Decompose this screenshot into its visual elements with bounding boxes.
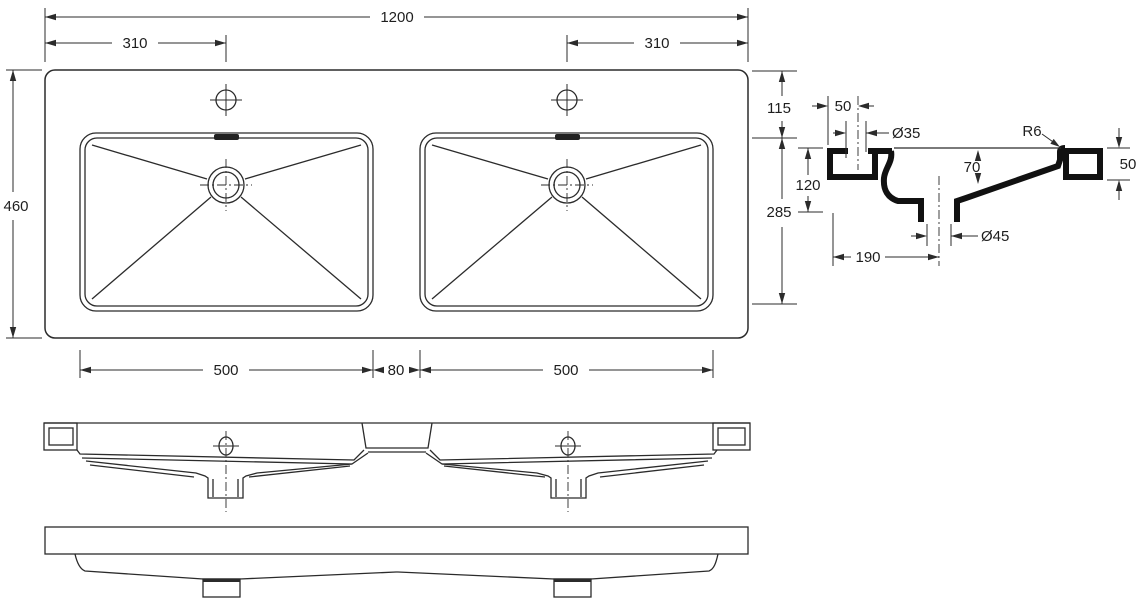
left-faucet-hole: [210, 84, 242, 116]
dim-total-height-label: 120: [795, 177, 820, 194]
dim-faucet-center-offset: 50: [812, 96, 874, 145]
dim-back-to-drain-label: 190: [855, 249, 880, 266]
elevation-left-bowl-inner: [89, 464, 195, 478]
dim-bowl-depth-label: 70: [964, 159, 981, 176]
dim-total-width: 1200: [44, 8, 749, 62]
elevation-left-bowl: [85, 460, 353, 499]
dim-rim-radius-label: R6: [1022, 123, 1041, 140]
elevation-left-bowl-inner2: [248, 465, 351, 478]
right-basin-outer: [419, 132, 714, 312]
underside-profile: [74, 553, 719, 580]
dim-faucet-offset-right: 310: [566, 35, 748, 62]
front-elevation-view: [43, 422, 751, 512]
dim-rim-radius: R6: [1022, 123, 1060, 147]
dim-left-basin-width-label: 500: [213, 362, 238, 379]
dim-back-to-drain: 190: [832, 213, 939, 266]
elevation-right-rim-upper: [429, 449, 718, 461]
dim-basin-depth: 285: [752, 138, 797, 305]
dim-faucet-center-offset-label: 50: [835, 98, 852, 115]
dim-front-rail-height-label: 50: [1120, 156, 1137, 173]
left-drain: [91, 144, 362, 300]
elevation-left-rim-upper: [76, 449, 365, 461]
section-front-rail: [1063, 148, 1103, 180]
elevation-right-bowl-inner2: [443, 465, 546, 478]
left-basin-outer: [79, 132, 374, 312]
dim-faucet-offset-left-label: 310: [122, 35, 147, 52]
elevation-left-tab: [43, 422, 78, 451]
underside-fascia: [44, 526, 749, 555]
countertop-outline: [44, 69, 749, 339]
dim-front-rail-height: 50: [1107, 128, 1136, 200]
elevation-right-tab: [712, 422, 751, 451]
underside-elevation-view: [44, 526, 749, 598]
dim-basin-widths: 500 80 500: [79, 350, 714, 379]
dim-total-depth-label: 460: [3, 198, 28, 215]
right-basin-inner: [424, 137, 709, 307]
elevation-right-tab-inner: [717, 427, 746, 446]
dim-right-basin-width-label: 500: [553, 362, 578, 379]
section-back-wall: [880, 150, 924, 204]
dim-total-height: 120: [795, 147, 823, 213]
right-overflow-slot: [555, 134, 580, 140]
section-view: 50 Ø35 R6 70: [795, 96, 1136, 266]
dim-basin-depth-label: 285: [766, 204, 791, 221]
left-overflow-slot: [214, 134, 239, 140]
dim-drain-diameter: Ø45: [911, 224, 1009, 246]
dim-basin-gap-label: 80: [388, 362, 405, 379]
elevation-right-bowl-inner: [599, 464, 705, 478]
left-basin-inner: [84, 137, 369, 307]
plan-view: 1200 310 310 460: [3, 8, 797, 379]
dim-drain-diameter-label: Ø45: [981, 228, 1009, 245]
dim-total-width-label: 1200: [380, 9, 413, 26]
dim-faucet-hole-diameter: Ø35: [833, 121, 920, 158]
elevation-center-web: [361, 422, 433, 449]
right-drain: [431, 144, 702, 300]
dim-total-depth: 460: [3, 69, 42, 339]
elevation-left-tab-inner: [48, 427, 74, 446]
dim-bowl-depth: 70: [964, 150, 982, 184]
dim-faucet-offset-right-label: 310: [644, 35, 669, 52]
elevation-right-bowl: [441, 460, 709, 499]
right-faucet-hole: [551, 84, 583, 116]
dim-faucet-offset-left: 310: [45, 35, 227, 62]
dim-faucet-hole-diameter-label: Ø35: [892, 125, 920, 142]
dim-back-edge-to-basin: 115: [752, 70, 797, 139]
dim-back-edge-to-basin-label: 115: [767, 100, 791, 117]
